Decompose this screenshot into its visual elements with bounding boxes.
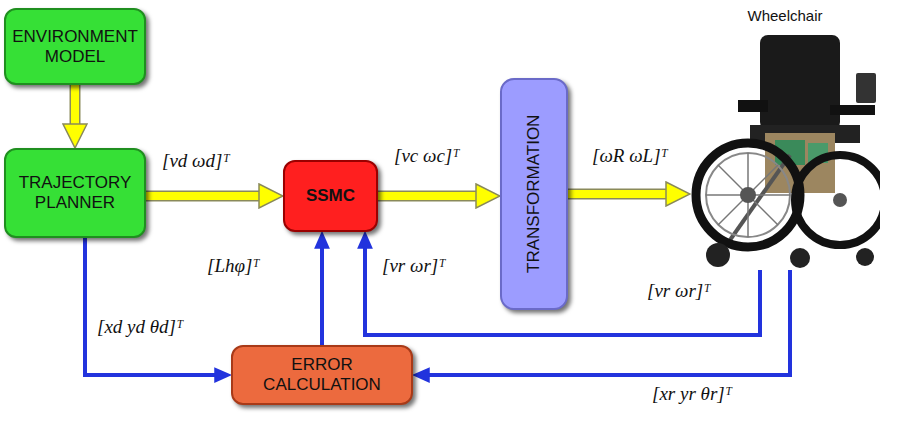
armrest <box>738 100 768 112</box>
caster-wheel <box>706 243 730 267</box>
node-text: TRANSFORMATION <box>524 115 544 273</box>
edge-group <box>75 85 790 375</box>
arrow-line <box>320 242 324 345</box>
node-text: SSMC <box>306 186 355 206</box>
arrow-outline <box>146 191 267 202</box>
controller-box: SSMC <box>283 160 378 232</box>
signal-label: [vr ωr]ᵀ <box>380 255 448 277</box>
command-arrow <box>75 85 76 132</box>
signal-label: [ωR ωL]ᵀ <box>590 145 670 167</box>
drive-wheel <box>696 143 800 247</box>
node-text: TRAJECTORY PLANNER <box>6 173 144 212</box>
arrow-line <box>146 192 267 200</box>
spoke <box>718 165 778 225</box>
wheel-hub <box>833 193 847 207</box>
node-text: ERROR CALCULATION <box>233 355 411 394</box>
command-arrow <box>378 196 484 197</box>
feedback-arrow <box>423 270 790 375</box>
arrow-outline <box>568 189 674 200</box>
command-arrow <box>146 196 267 197</box>
arrow-line <box>71 85 79 132</box>
node-text: Wheelchair <box>747 7 822 24</box>
arrow-line <box>378 192 484 200</box>
wheelchair-node: Wheelchair <box>690 5 880 270</box>
rear-wheel <box>795 155 880 245</box>
backrest <box>760 35 840 130</box>
arrow-outline <box>378 191 484 202</box>
planner-box: TRAJECTORY PLANNER <box>4 148 146 238</box>
error-box: ERROR CALCULATION <box>231 345 413 405</box>
feedback-arrow <box>322 242 323 345</box>
armrest <box>830 105 875 115</box>
caster-wheel <box>790 248 810 268</box>
node-text: ENVIRONMENT MODEL <box>6 27 144 66</box>
caster-wheel <box>856 248 874 266</box>
signal-label: [xr yr θr]ᵀ <box>650 383 734 405</box>
wheelchair-illustration <box>690 5 880 270</box>
arrow-outline <box>70 85 81 132</box>
signal-label: [Lhφ]ᵀ <box>205 255 262 277</box>
arrow-line <box>568 190 674 198</box>
command-arrow <box>568 194 674 195</box>
signal-label: [vc ωc]ᵀ <box>392 145 462 167</box>
signal-label: [vr ωr]ᵀ <box>645 280 713 302</box>
feedback-arrow <box>85 238 221 375</box>
control-screen <box>856 73 876 103</box>
spoke <box>718 165 778 225</box>
wheel-hub <box>740 187 756 203</box>
signal-label: [xd yd θd]ᵀ <box>95 316 185 338</box>
signal-label: [vd ωd]ᵀ <box>160 150 232 172</box>
model-box: ENVIRONMENT MODEL <box>4 8 146 85</box>
hand-rim <box>706 153 790 237</box>
arrow-line <box>85 238 221 375</box>
arrow-line <box>423 270 790 375</box>
transform-box: TRANSFORMATION <box>500 78 568 310</box>
